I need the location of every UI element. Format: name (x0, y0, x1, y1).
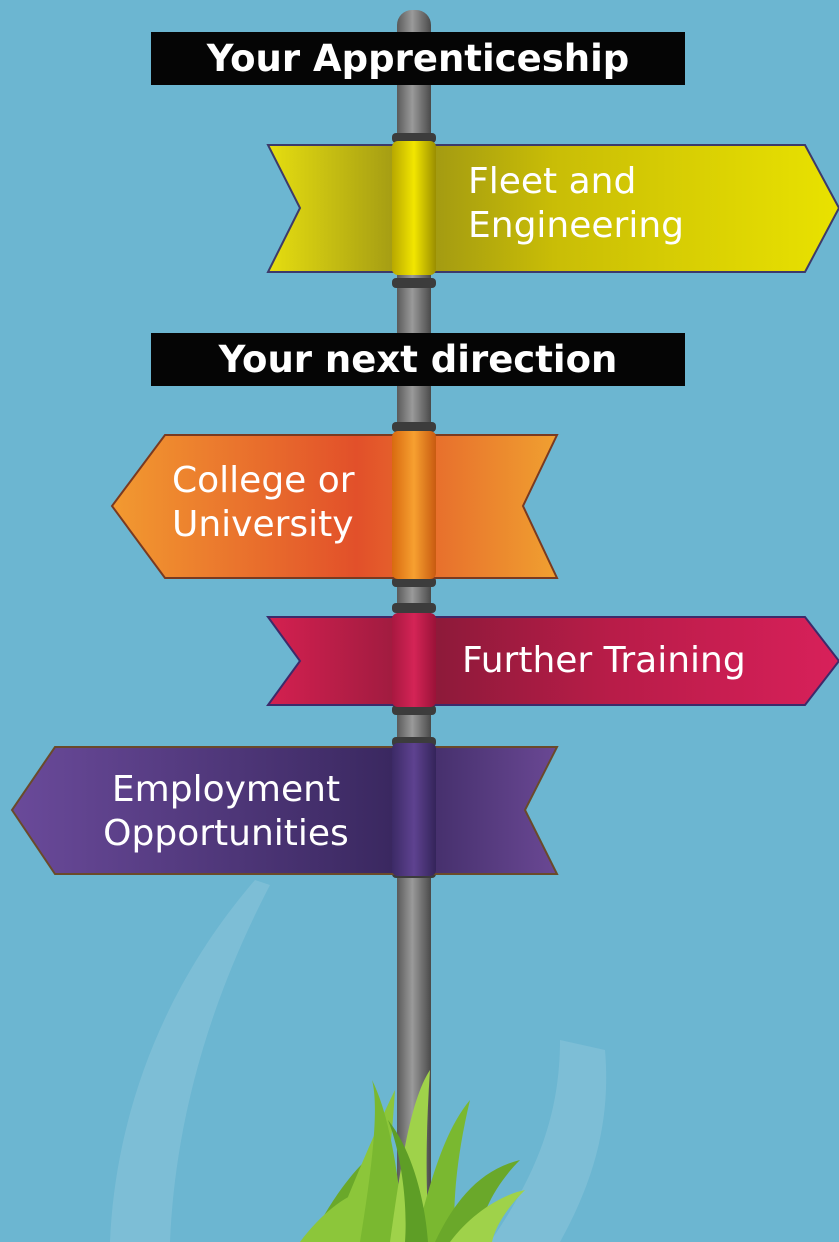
sign-college-line1: College or (172, 460, 355, 501)
sign-collar (392, 431, 436, 579)
sign-collar (392, 743, 436, 876)
sign-college-line2: University (172, 504, 354, 545)
heading-your-apprenticeship: Your Apprenticeship (151, 32, 685, 85)
sign-employment-label: Employment Opportunities (86, 768, 366, 856)
background-arc (490, 1040, 607, 1242)
sign-training-label: Further Training (462, 639, 746, 683)
sign-fleet-line2: Engineering (468, 205, 684, 246)
sign-fleet-line1: Fleet and (468, 161, 637, 202)
sign-college-label: College or University (172, 459, 355, 547)
sign-fleet-label: Fleet and Engineering (468, 160, 684, 248)
sign-employment-line1: Employment (111, 769, 341, 810)
sign-collar (392, 613, 436, 707)
grass-tuft (300, 1070, 525, 1242)
sign-employment-line2: Opportunities (103, 813, 349, 854)
heading-your-next-direction: Your next direction (151, 333, 685, 386)
sign-training-line1: Further Training (462, 640, 746, 681)
background-arc (110, 880, 270, 1242)
sign-collar (392, 141, 436, 275)
sign-college-university (110, 434, 559, 579)
